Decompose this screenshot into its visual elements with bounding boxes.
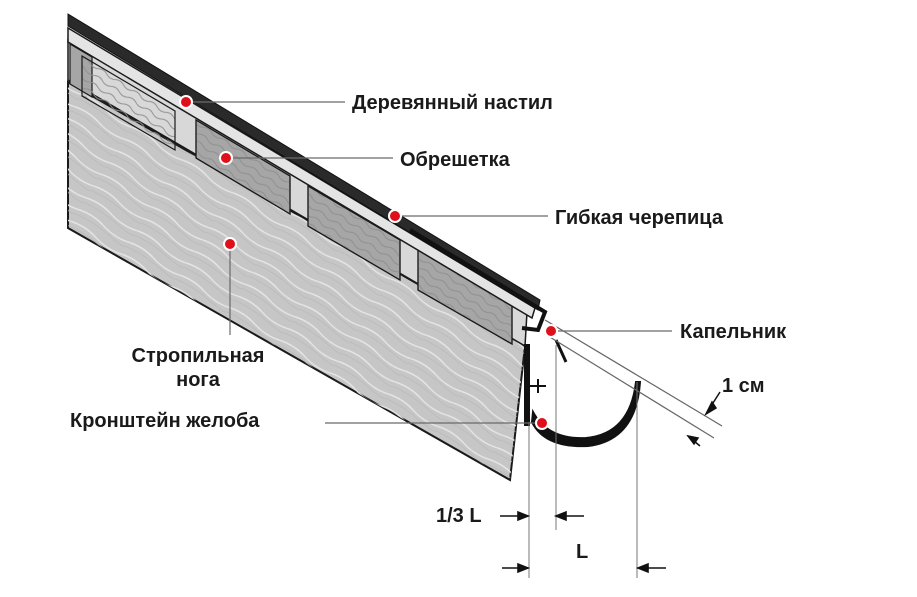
drip-edge-lip xyxy=(554,339,568,363)
marker-batten xyxy=(219,151,233,165)
marker-rafter xyxy=(223,237,237,251)
markers xyxy=(179,95,558,430)
battens xyxy=(69,42,513,346)
label-bracket: Кронштейн желоба xyxy=(70,410,260,432)
bracket-plate xyxy=(524,344,530,426)
label-batten: Обрешетка xyxy=(400,149,510,171)
label-shingle: Гибкая черепица xyxy=(555,207,723,229)
vertical-guides xyxy=(528,345,638,578)
bracket-screws xyxy=(530,379,546,393)
label-rafter-line1: Стропильная xyxy=(131,345,265,367)
leader-lines xyxy=(186,101,672,424)
l-dimension xyxy=(502,562,666,574)
marker-drip xyxy=(544,324,558,338)
label-drip: Капельник xyxy=(680,321,787,343)
marker-bracket xyxy=(535,416,549,430)
gutter xyxy=(530,381,642,448)
label-rafter-line2: нога xyxy=(176,369,220,391)
marker-shingle xyxy=(388,209,402,223)
roof-projection-lines xyxy=(544,319,723,439)
marker-deck xyxy=(179,95,193,109)
label-deck: Деревянный настил xyxy=(352,92,553,114)
rafter-grain xyxy=(68,82,525,480)
third-l-dimension xyxy=(500,510,584,522)
label-gap: 1 см xyxy=(722,375,765,397)
drip-edge xyxy=(408,228,548,333)
label-third-l: 1/3 L xyxy=(436,505,482,527)
label-l: L xyxy=(576,541,589,563)
gap-dimension xyxy=(686,391,721,447)
